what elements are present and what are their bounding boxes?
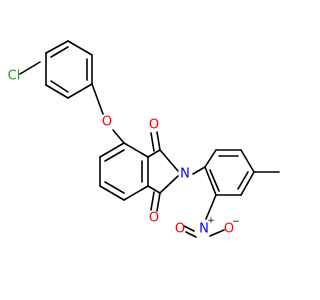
bond	[91, 83, 104, 115]
bond-lines	[19, 40, 280, 238]
carbonyl-oxygen-top-label: O	[149, 118, 159, 133]
bond	[204, 166, 217, 196]
nitro-nitrogen-label: N	[199, 222, 209, 237]
ether-oxygen-label: O	[102, 115, 112, 130]
bond	[67, 40, 93, 56]
bond	[159, 149, 179, 172]
bond	[205, 194, 217, 220]
atom-labels: Cl O O O N N + O O −	[8, 69, 240, 237]
bond	[240, 171, 255, 196]
bond	[45, 40, 69, 54]
bond	[147, 149, 161, 158]
bond	[123, 185, 149, 201]
bond	[99, 142, 125, 158]
bond	[67, 83, 93, 99]
bond	[123, 142, 149, 158]
molecule-structure-diagram: Cl O O O N N + O O −	[8, 40, 280, 238]
bond	[192, 166, 206, 175]
bond	[150, 132, 155, 152]
bond	[112, 129, 125, 144]
bond	[237, 171, 249, 190]
bond	[50, 46, 69, 58]
bond	[150, 191, 155, 211]
bond	[209, 229, 225, 237]
bond	[185, 231, 197, 238]
bond	[104, 181, 125, 194]
bond	[183, 225, 195, 232]
imide-nitrogen-label: N	[180, 167, 190, 182]
bond	[209, 169, 220, 192]
bond	[159, 175, 179, 194]
nitro-oxygen-double-label: O	[175, 222, 185, 237]
bond	[99, 185, 125, 201]
bond	[156, 131, 161, 151]
carbonyl-oxygen-bottom-label: O	[149, 211, 159, 226]
bond	[45, 84, 69, 99]
nitro-nitrogen-charge: +	[207, 216, 215, 226]
bond	[104, 149, 125, 162]
bond	[19, 61, 41, 75]
bond	[147, 185, 161, 194]
chlorine-atom-label: Cl	[8, 69, 21, 84]
bond	[156, 192, 161, 212]
bond	[204, 149, 217, 168]
nitro-oxygen-charge: −	[232, 217, 240, 227]
bond	[240, 149, 255, 173]
nitro-oxygen-single-label: O	[224, 222, 234, 237]
bond	[50, 80, 69, 93]
